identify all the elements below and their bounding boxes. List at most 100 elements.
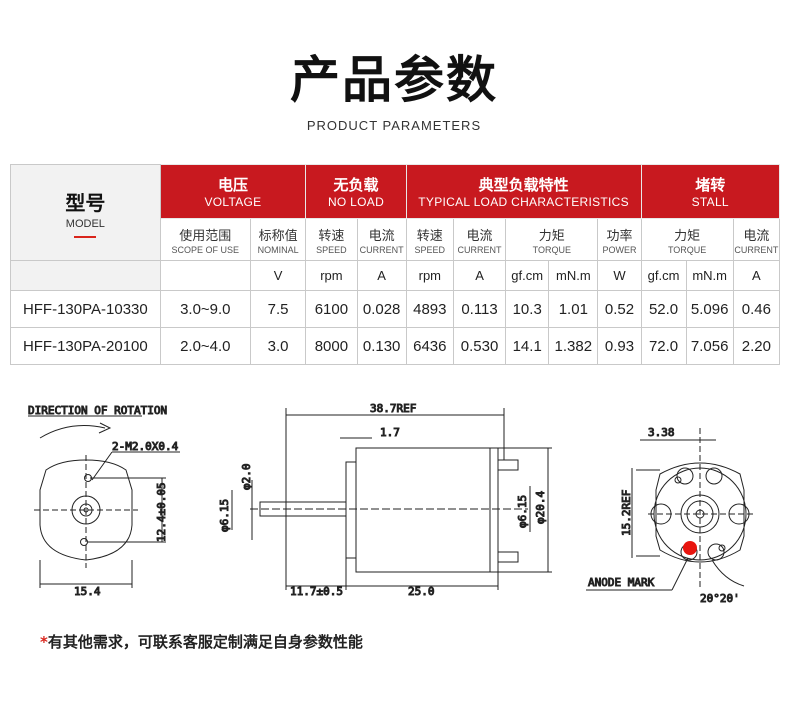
dim-12-4: 12.4±0.05 bbox=[155, 482, 168, 542]
model-underline bbox=[74, 236, 97, 238]
dim-phi6-15-right: φ6.15 bbox=[516, 495, 529, 528]
row-value: 1.01 bbox=[548, 290, 599, 328]
note-text: 有其他需求，可联系客服定制满足自身参数性能 bbox=[47, 633, 363, 651]
technical-drawing: DIRECTION OF ROTATION 2-M2.0X0.4 12.4±0.… bbox=[28, 402, 756, 605]
group-stall-cn: 堵转 bbox=[695, 176, 726, 194]
dim-38-7: 38.7REF bbox=[370, 402, 416, 415]
unit-cell: rpm bbox=[405, 260, 454, 291]
row-value: 2.20 bbox=[732, 327, 781, 365]
sub-tl-torque-cn: 力矩 bbox=[538, 228, 565, 244]
row-model: HFF-130PA-20100 bbox=[10, 327, 161, 365]
sub-st-torque-en: TORQUE bbox=[667, 244, 707, 255]
side-view: 38.7REF 1.7 φ2.0 φ6.15 φ6.15 φ20.4 11.7±… bbox=[218, 402, 552, 599]
parameter-table: 型号 MODEL 电压 VOLTAGE 无负载 NO LOAD 典型负载特性 T… bbox=[10, 164, 781, 365]
row-value: 7.5 bbox=[249, 290, 307, 328]
group-no-load-cn: 无负载 bbox=[333, 176, 379, 194]
page-title: 产品参数 bbox=[290, 51, 498, 109]
sub-scope-cn: 使用范围 bbox=[179, 228, 232, 244]
table-group-header-row: 型号 MODEL 电压 VOLTAGE 无负载 NO LOAD 典型负载特性 T… bbox=[10, 164, 780, 261]
anode-mark bbox=[683, 541, 697, 555]
model-header-cell: 型号 MODEL bbox=[10, 164, 161, 261]
group-voltage-cn: 电压 bbox=[217, 176, 248, 194]
sub-scope-en: SCOPE OF USE bbox=[171, 244, 240, 255]
dim-phi2: φ2.0 bbox=[240, 464, 253, 491]
sub-tl-torque-en: TORQUE bbox=[532, 244, 571, 255]
sub-tl-speed-cn: 转速 bbox=[416, 228, 443, 244]
rear-view: 3.38 15.2REF ANODE MARK 20°20' bbox=[586, 426, 756, 605]
sub-st-current-en: CURRENT bbox=[734, 244, 779, 255]
group-typical-load: 典型负载特性 TYPICAL LOAD CHARACTERISTICS bbox=[405, 164, 642, 219]
row-value: 0.52 bbox=[597, 290, 642, 328]
page-subtitle: PRODUCT PARAMETERS bbox=[306, 118, 482, 133]
table-row: HFF-130PA-20100 2.0~4.0 3.0 8000 0.130 6… bbox=[10, 327, 781, 365]
unit-cell: rpm bbox=[305, 260, 358, 291]
unit-cell: gf.cm bbox=[640, 260, 687, 291]
row-value: 0.93 bbox=[597, 327, 642, 365]
row-value: 6100 bbox=[305, 290, 358, 328]
group-no-load-en: NO LOAD bbox=[327, 195, 385, 209]
row-scope: 3.0~9.0 bbox=[159, 290, 251, 328]
sub-st-torque-cn: 力矩 bbox=[674, 228, 701, 244]
row-value: 0.46 bbox=[732, 290, 781, 328]
row-scope: 2.0~4.0 bbox=[159, 327, 251, 365]
group-voltage-en: VOLTAGE bbox=[204, 195, 262, 209]
unit-cell: gf.cm bbox=[505, 260, 550, 291]
row-value: 7.056 bbox=[685, 327, 734, 365]
row-value: 0.028 bbox=[356, 290, 407, 328]
group-stall-en: STALL bbox=[691, 195, 729, 209]
sub-tl-current-en: CURRENT bbox=[457, 244, 502, 255]
table-unit-row: V rpm A rpm A gf.cm mN.m W gf.cm mN.m A bbox=[10, 260, 781, 291]
angle-label: 20°20' bbox=[700, 592, 740, 605]
footer-note: *有其他需求，可联系客服定制满足自身参数性能 bbox=[40, 631, 363, 652]
row-value: 1.382 bbox=[548, 327, 599, 365]
dim-phi6-15-left: φ6.15 bbox=[218, 499, 231, 532]
unit-cell: mN.m bbox=[548, 260, 599, 291]
sub-nl-current-en: CURRENT bbox=[359, 244, 404, 255]
unit-scope-blank bbox=[159, 260, 251, 291]
sub-tl-current-cn: 电流 bbox=[466, 228, 493, 244]
dim-15-4: 15.4 bbox=[74, 585, 101, 598]
sub-tl-speed-en: SPEED bbox=[414, 244, 446, 255]
table-row: HFF-130PA-10330 3.0~9.0 7.5 6100 0.028 4… bbox=[10, 290, 781, 328]
unit-cell: A bbox=[732, 260, 781, 291]
group-no-load: 无负载 NO LOAD bbox=[305, 164, 407, 219]
sub-nominal-en: NOMINAL bbox=[257, 244, 299, 255]
row-value: 14.1 bbox=[505, 327, 550, 365]
unit-cell: mN.m bbox=[685, 260, 734, 291]
sub-nominal-cn: 标称值 bbox=[258, 228, 298, 244]
sub-nl-speed-en: SPEED bbox=[316, 244, 347, 255]
unit-cell: A bbox=[356, 260, 407, 291]
sub-tl-power-cn: 功率 bbox=[606, 228, 633, 244]
row-model: HFF-130PA-10330 bbox=[10, 290, 161, 328]
unit-cell: V bbox=[249, 260, 307, 291]
row-value: 0.113 bbox=[452, 290, 507, 328]
row-value: 4893 bbox=[405, 290, 454, 328]
group-stall: 堵转 STALL bbox=[640, 164, 780, 219]
sub-nl-speed-cn: 转速 bbox=[318, 228, 345, 244]
group-voltage: 电压 VOLTAGE bbox=[159, 164, 307, 219]
dim-15-2: 15.2REF bbox=[620, 490, 633, 536]
group-typical-cn: 典型负载特性 bbox=[478, 176, 569, 194]
row-value: 8000 bbox=[305, 327, 358, 365]
dim-1-7: 1.7 bbox=[380, 426, 400, 439]
row-value: 52.0 bbox=[640, 290, 687, 328]
note-star: * bbox=[40, 633, 48, 651]
unit-model-blank bbox=[10, 260, 161, 291]
unit-cell: W bbox=[597, 260, 642, 291]
dim-3-38: 3.38 bbox=[648, 426, 675, 439]
row-value: 6436 bbox=[405, 327, 454, 365]
row-value: 72.0 bbox=[640, 327, 687, 365]
group-typical-en: TYPICAL LOAD CHARACTERISTICS bbox=[418, 195, 629, 209]
sub-tl-power-en: POWER bbox=[602, 244, 637, 255]
row-value: 5.096 bbox=[685, 290, 734, 328]
model-header-en: MODEL bbox=[65, 218, 105, 230]
dim-11-7: 11.7±0.5 bbox=[290, 585, 343, 598]
